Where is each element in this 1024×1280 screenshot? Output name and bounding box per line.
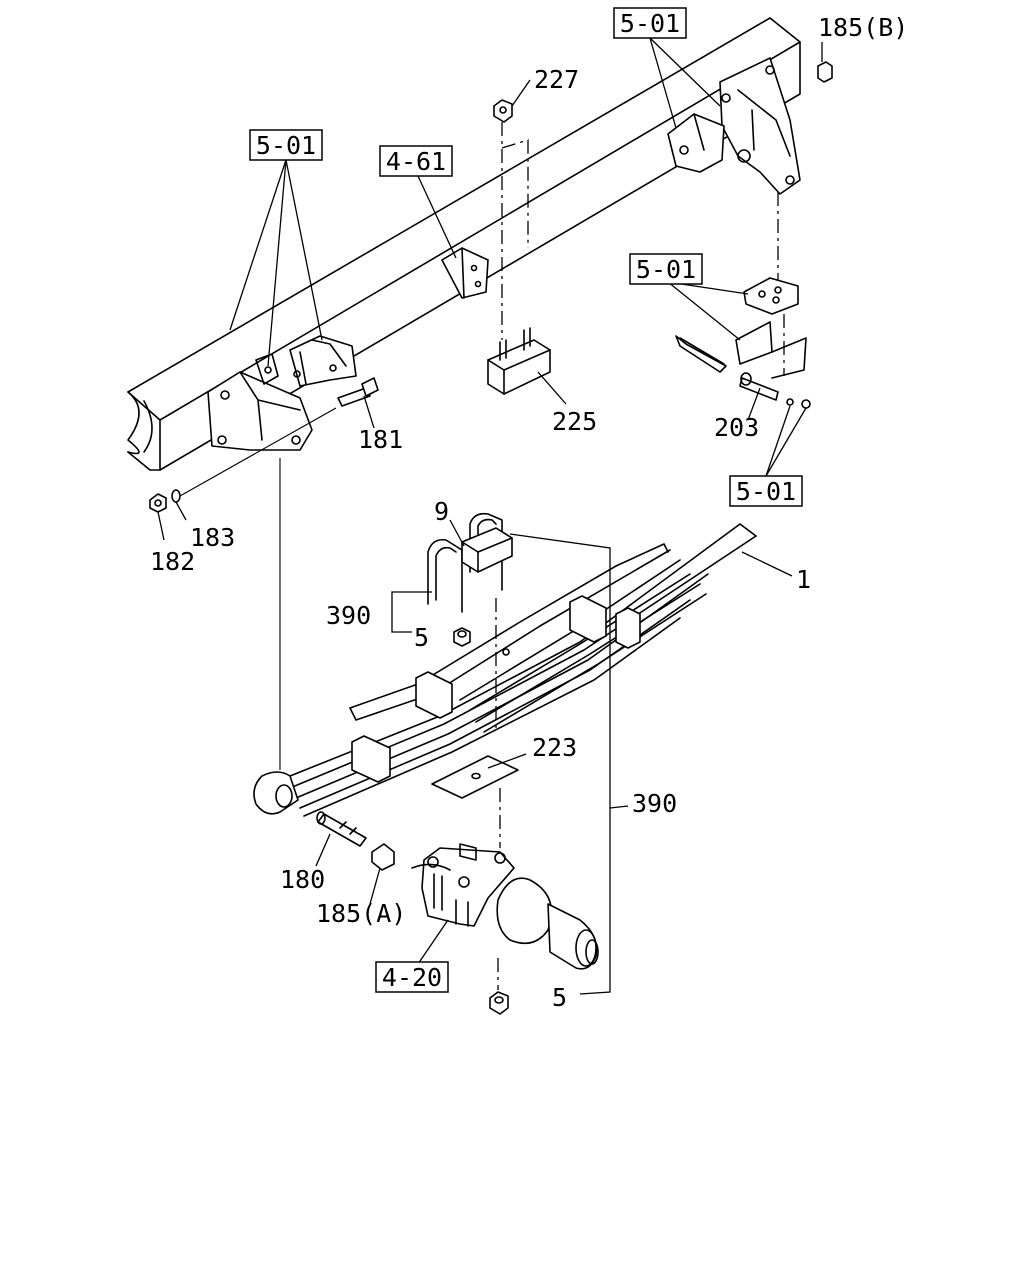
- alignment-lines: [179, 122, 785, 990]
- nut-washer-182-183: [149, 489, 181, 513]
- rail-bracket-4-61: [441, 247, 489, 299]
- label-5-mid: 5: [414, 623, 429, 652]
- label-183: 183: [190, 523, 235, 552]
- ref-box-5-01-top[interactable]: 5-01: [613, 7, 687, 39]
- label-180: 180: [280, 865, 325, 894]
- label-5-bottom: 5: [552, 983, 567, 1012]
- ref-label: 5-01: [736, 477, 796, 506]
- label-390-right: 390: [632, 789, 677, 818]
- label-9: 9: [434, 497, 449, 526]
- label-182: 182: [150, 547, 195, 576]
- ref-box-5-01-left[interactable]: 5-01: [249, 129, 323, 161]
- ref-label: 5-01: [636, 255, 696, 284]
- bolt-181: [337, 377, 379, 407]
- shackle-plates: [675, 277, 811, 409]
- ref-label: 4-20: [382, 963, 442, 992]
- nut-5-bottom: [489, 991, 509, 1015]
- label-227: 227: [534, 65, 579, 94]
- ref-label: 5-01: [620, 9, 680, 38]
- label-390-left: 390: [326, 601, 371, 630]
- label-223: 223: [532, 733, 577, 762]
- label-185a: 185(A): [316, 899, 406, 928]
- nut-227: [493, 99, 513, 123]
- u-bolts-390: [427, 512, 513, 647]
- leader-lines: [157, 37, 823, 995]
- ref-box-5-01-mid[interactable]: 5-01: [629, 253, 703, 285]
- ref-box-5-01-low[interactable]: 5-01: [729, 475, 803, 507]
- grease-nipple-185a: [371, 843, 395, 871]
- spacer-plate-223: [431, 755, 519, 799]
- leaf-spring-1: [253, 523, 757, 817]
- pin-180: [316, 811, 367, 847]
- front-spring-hanger: [207, 335, 357, 451]
- label-203: 203: [714, 413, 759, 442]
- label-1: 1: [796, 565, 811, 594]
- ref-box-4-61[interactable]: 4-61: [379, 145, 453, 177]
- bumper-225: [487, 327, 551, 395]
- ref-label: 5-01: [256, 131, 316, 160]
- front-axle-4-20: [411, 843, 599, 970]
- label-181: 181: [358, 425, 403, 454]
- rear-spring-hanger: [667, 57, 801, 195]
- ref-label: 4-61: [386, 147, 446, 176]
- grease-nipple-185b: [817, 61, 833, 83]
- label-185b: 185(B): [818, 13, 908, 42]
- label-225: 225: [552, 407, 597, 436]
- ref-box-4-20[interactable]: 4-20: [375, 961, 449, 993]
